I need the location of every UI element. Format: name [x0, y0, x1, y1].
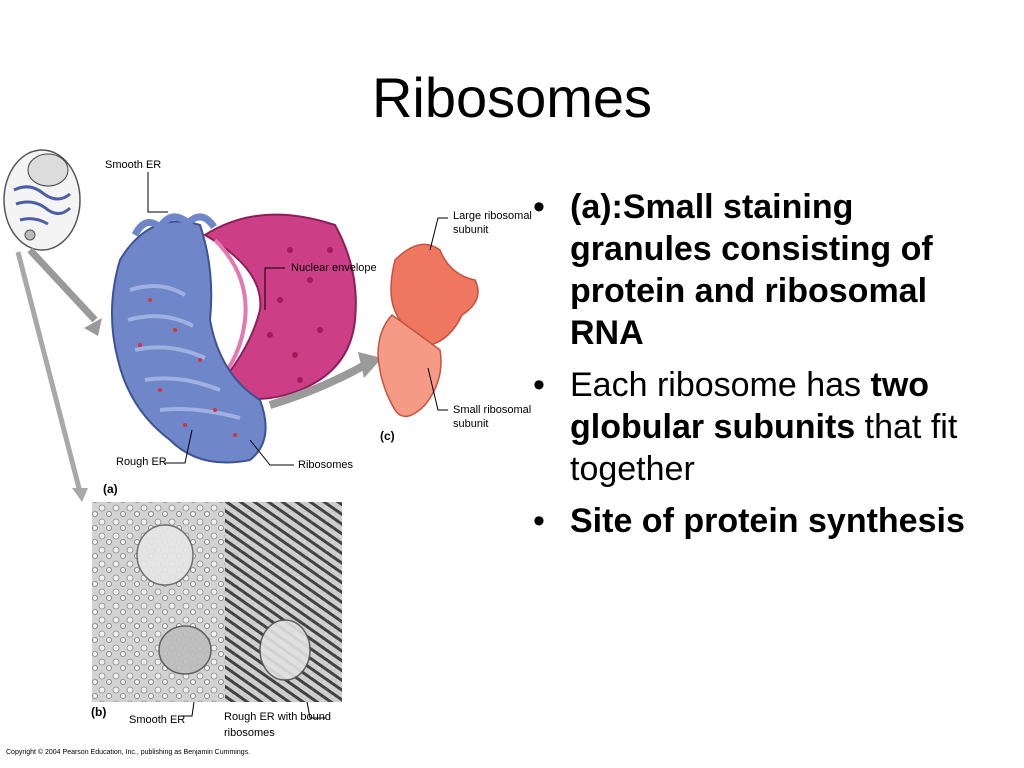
label-large-subunit-1: Large ribosomal: [453, 210, 532, 222]
arrow-to-c: [268, 361, 367, 409]
label-smooth-er-top: Smooth ER: [105, 159, 162, 171]
arrow-to-a: [27, 247, 98, 323]
bullet-item: • (a):Small staining granules consisting…: [533, 186, 1003, 354]
arrow-to-b: [15, 251, 83, 493]
label-rough-er: Rough ER: [116, 456, 167, 468]
bullet-item: • Site of protein synthesis: [533, 500, 1003, 542]
ribosome-figure: Smooth ER Nuclear envelope Large ribosom…: [0, 140, 540, 768]
leader-lines: [147, 172, 448, 719]
bullet-text-3: Site of protein synthesis: [570, 502, 965, 540]
label-rough-er-bound-2: ribosomes: [224, 727, 275, 739]
figure-illustration: [3, 149, 479, 719]
bullet-text-2-post: that fit together: [570, 408, 958, 488]
smooth-er-shape: [131, 213, 217, 255]
label-small-subunit-1: Small ribosomal: [453, 404, 532, 416]
label-nuclear-envelope: Nuclear envelope: [291, 262, 377, 274]
label-rough-er-bound-1: Rough ER with bound: [224, 711, 332, 723]
label-small-subunit-2: subunit: [453, 418, 489, 430]
bullet-list: • (a):Small staining granules consisting…: [533, 186, 1003, 552]
label-panel-a: (a): [103, 482, 118, 496]
bullet-text-1: (a):Small staining granules consisting o…: [570, 188, 933, 352]
bullet-item: • Each ribosome has two globular subunit…: [533, 364, 1003, 490]
slide-title: Ribosomes: [371, 66, 653, 129]
label-smooth-er-bottom: Smooth ER: [129, 714, 186, 726]
bullet-dot: •: [533, 366, 545, 404]
bullet-dot: •: [533, 188, 545, 226]
bullet-dot: •: [533, 502, 545, 540]
ribosome-model: [377, 243, 479, 418]
label-panel-c: (c): [380, 429, 395, 443]
label-ribosomes: Ribosomes: [298, 459, 354, 471]
micrograph-b: [92, 502, 342, 702]
cell-thumbnail: [3, 149, 81, 251]
bullet-text-2-bold: two globular subunits: [570, 366, 930, 446]
bullet-text-2-pre: Each ribosome has: [570, 366, 871, 404]
label-large-subunit-2: subunit: [453, 224, 489, 236]
rough-er-shape: [110, 220, 267, 464]
label-panel-b: (b): [91, 705, 107, 719]
copyright-notice: Copyright © 2004 Pearson Education, Inc.…: [6, 749, 251, 756]
